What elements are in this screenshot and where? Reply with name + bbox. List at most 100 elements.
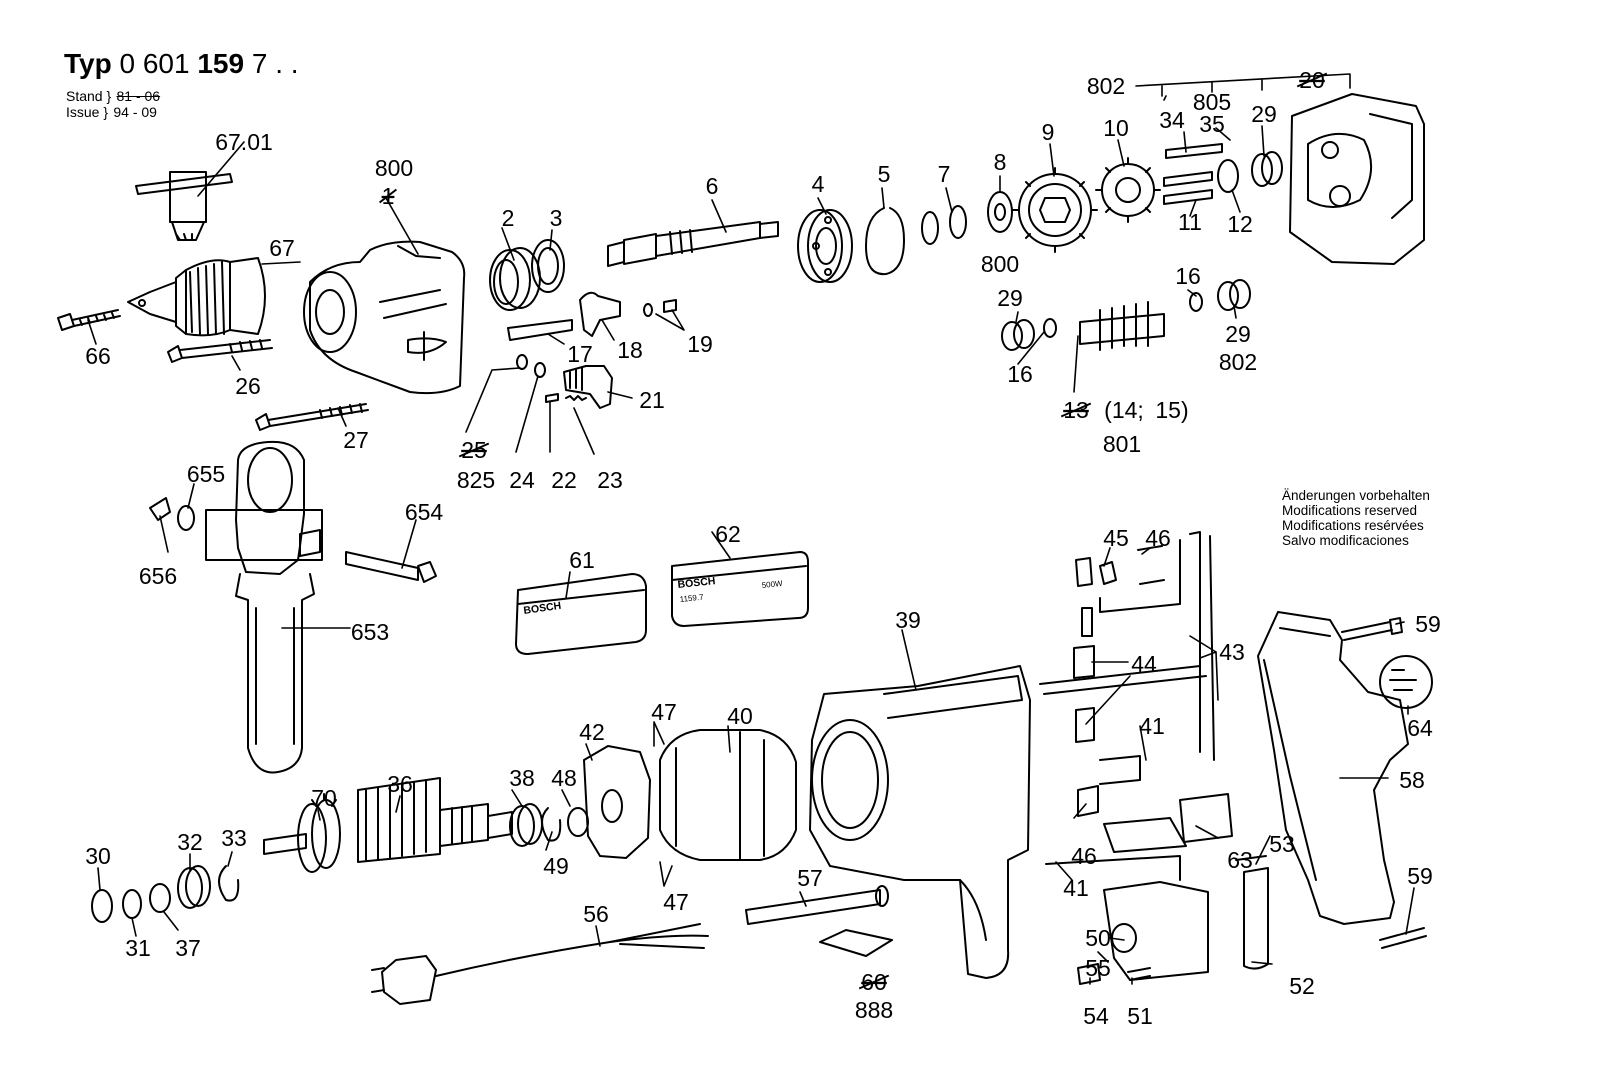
chuck-screw — [57, 309, 121, 331]
auxiliary-handle — [205, 440, 323, 774]
pinion-shaft — [263, 833, 307, 855]
label-22: 22 — [551, 467, 577, 493]
label-36: 36 — [387, 771, 413, 797]
label-35: 35 — [1199, 111, 1225, 137]
strike-mark — [858, 974, 890, 990]
label-38: 38 — [509, 765, 535, 791]
label-655: 655 — [187, 461, 225, 487]
label-6: 6 — [706, 173, 719, 199]
washer-8 — [987, 191, 1013, 233]
electrical-parts — [1039, 531, 1269, 985]
nameplate-62-power: 500W — [761, 579, 783, 590]
bearing-29-right — [1217, 279, 1251, 311]
drill-chuck — [127, 257, 266, 337]
label-800-left: 800 — [375, 155, 413, 181]
label-51: 51 — [1127, 1003, 1153, 1029]
label-41-top: 41 — [1139, 713, 1165, 739]
label-66: 66 — [85, 343, 111, 369]
label-41-bottom: 41 — [1063, 875, 1089, 901]
nameplate-61 — [515, 573, 647, 655]
label-19: 19 — [687, 331, 713, 357]
label-11: 11 — [1178, 209, 1202, 235]
label-8: 8 — [994, 149, 1007, 175]
needle-sleeve-29 — [1251, 151, 1283, 187]
long-screw-27 — [255, 403, 369, 431]
label-67: 67 — [269, 235, 295, 261]
label-70: 70 — [311, 785, 337, 811]
stand-value: 81 - 06 — [116, 88, 161, 104]
label-55: 55 — [1085, 955, 1111, 981]
washer-16 — [1043, 292, 1203, 338]
pin-22 — [545, 393, 559, 403]
type-number-main: 159 — [197, 48, 245, 79]
bearing-cap — [531, 239, 565, 293]
label-37: 37 — [175, 935, 201, 961]
label-67-01: 67.01 — [215, 129, 273, 155]
circlip-7 — [921, 205, 967, 245]
label-46-top: 46 — [1145, 525, 1171, 551]
label-654: 654 — [405, 499, 444, 525]
washer-48 — [567, 807, 589, 837]
gear-housing-rear — [1289, 93, 1425, 265]
washers-24-25 — [516, 354, 546, 378]
nameplate-62 — [671, 551, 809, 627]
power-cable — [371, 923, 709, 1005]
chuck-key — [135, 171, 233, 241]
housing-screw-26 — [167, 339, 273, 363]
ball-bearing — [797, 209, 853, 283]
handle-shell-58 — [1257, 611, 1409, 925]
label-63: 63 — [1227, 847, 1253, 873]
label-49: 49 — [543, 853, 569, 879]
bearing-29-lower — [1001, 319, 1035, 351]
label-17: 17 — [567, 341, 593, 367]
label-800-right: 800 — [981, 251, 1019, 277]
label-801: 801 — [1103, 431, 1141, 457]
part-number-labels: 802 805 20 34 35 29 9 10 11 12 8 7 5 4 6… — [85, 67, 1441, 1029]
washer-12 — [1217, 159, 1239, 193]
switch-lever — [579, 291, 621, 337]
notice-line-en: Modifications reserved — [1282, 503, 1418, 518]
label-59-top: 59 — [1415, 611, 1441, 637]
notice-line-de: Änderungen vorbehalten — [1282, 488, 1430, 503]
label-61: 61 — [569, 547, 595, 573]
label-31: 31 — [125, 935, 151, 961]
label-34: 34 — [1159, 107, 1185, 133]
label-5: 5 — [878, 161, 891, 187]
issue-value: 94 - 09 — [113, 104, 157, 120]
label-825: 825 — [457, 467, 495, 493]
label-50: 50 — [1085, 925, 1111, 951]
notice-line-fr: Modifications resérvées — [1282, 518, 1424, 533]
label-18: 18 — [617, 337, 643, 363]
gear-10 — [1095, 157, 1161, 223]
label-39: 39 — [895, 607, 921, 633]
label-805: 805 — [1193, 89, 1231, 115]
bearing-30-32 — [91, 865, 211, 923]
notice-line-es: Salvo modificaciones — [1282, 533, 1409, 548]
label-52: 52 — [1289, 973, 1315, 999]
label-14: (14; — [1104, 397, 1144, 423]
switch-knob — [563, 365, 613, 409]
label-24: 24 — [509, 467, 535, 493]
motor-housing — [809, 665, 1031, 979]
label-46-bottom: 46 — [1071, 843, 1097, 869]
label-9: 9 — [1042, 119, 1055, 145]
circlip-33 — [218, 865, 240, 902]
bearing-38 — [509, 803, 543, 847]
leader-lines — [87, 73, 1415, 985]
label-60 — [819, 929, 893, 957]
clip-49 — [541, 807, 562, 842]
label-48: 48 — [551, 765, 577, 791]
intermediate-shaft — [1079, 301, 1165, 351]
label-7: 7 — [938, 161, 951, 187]
label-29-right: 29 — [1225, 321, 1251, 347]
label-32: 32 — [177, 829, 203, 855]
issue-label: Issue — [66, 104, 100, 120]
label-59-bottom: 59 — [1407, 863, 1433, 889]
revision-block: Stand }81 - 06 Issue }94 - 09 — [66, 88, 161, 120]
nameplate-61-brand: BOSCH — [523, 600, 562, 617]
strike-mark — [1060, 402, 1092, 418]
label-888: 888 — [855, 997, 893, 1023]
label-53: 53 — [1269, 831, 1295, 857]
screw-59 — [1341, 617, 1427, 949]
